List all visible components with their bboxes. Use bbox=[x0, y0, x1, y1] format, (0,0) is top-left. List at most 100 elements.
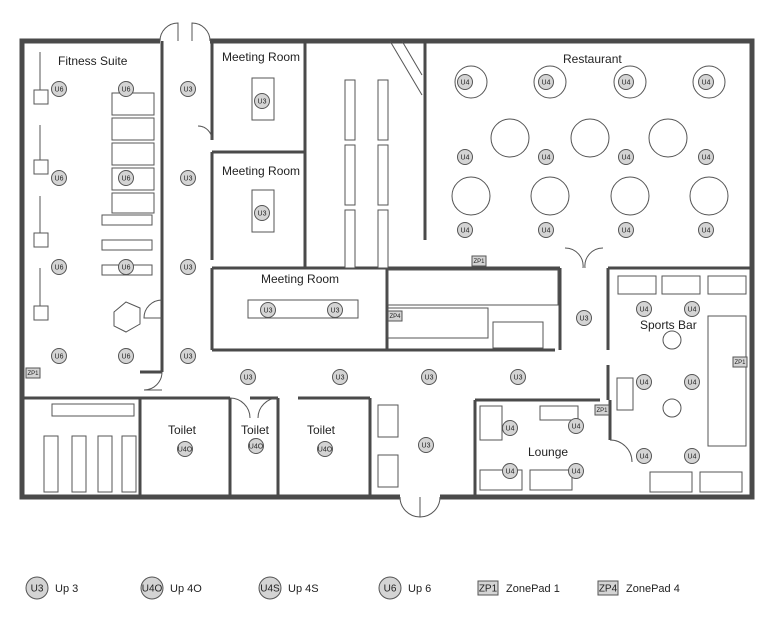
svg-text:U6: U6 bbox=[55, 176, 64, 183]
legend-item: U6 Up 6 bbox=[378, 576, 431, 600]
device-badge-up3: U3 bbox=[327, 302, 343, 318]
svg-text:U4: U4 bbox=[622, 80, 631, 87]
device-badge-u4: U4 bbox=[684, 374, 700, 390]
legend-label: Up 6 bbox=[408, 583, 431, 595]
room-label-toilet-2: Toilet bbox=[241, 423, 270, 437]
legend-item: U4O Up 4O bbox=[140, 576, 202, 600]
device-badge-u4: U4 bbox=[538, 149, 554, 165]
device-badge-u4: U4 bbox=[568, 463, 584, 479]
svg-text:U3: U3 bbox=[184, 176, 193, 183]
svg-text:U4: U4 bbox=[542, 80, 551, 87]
svg-text:U6: U6 bbox=[55, 265, 64, 272]
room-label-meeting-3: Meeting Room bbox=[261, 272, 339, 286]
room-labels: Fitness Suite Meeting Room Meeting Room … bbox=[58, 50, 697, 459]
device-badge-up3: U3 bbox=[180, 348, 196, 364]
svg-text:U4: U4 bbox=[542, 155, 551, 162]
device-badge-up4o: U4O bbox=[317, 441, 333, 457]
svg-text:U4O: U4O bbox=[249, 444, 264, 451]
room-label-toilet-1: Toilet bbox=[168, 423, 197, 437]
svg-text:U6: U6 bbox=[122, 87, 131, 94]
room-label-restaurant: Restaurant bbox=[563, 52, 622, 66]
device-badge-up6: U6 bbox=[51, 259, 67, 275]
svg-text:U4: U4 bbox=[506, 469, 515, 476]
svg-text:U4: U4 bbox=[640, 380, 649, 387]
device-badge-up6: U6 bbox=[51, 348, 67, 364]
device-badge-up3: U3 bbox=[332, 369, 348, 385]
svg-text:U4: U4 bbox=[640, 307, 649, 314]
device-badge-up3: U3 bbox=[418, 437, 434, 453]
svg-text:ZP1: ZP1 bbox=[596, 408, 608, 414]
device-badge-up3: U3 bbox=[260, 302, 276, 318]
room-label-toilet-3: Toilet bbox=[307, 423, 336, 437]
legend-label: Up 4S bbox=[288, 583, 319, 595]
device-badge-up3: U3 bbox=[180, 81, 196, 97]
device-badge-u4: U4 bbox=[618, 222, 634, 238]
zonepad-zp4: ZP4 bbox=[387, 310, 403, 322]
svg-text:U4: U4 bbox=[461, 228, 470, 235]
legend-code: U4O bbox=[142, 584, 163, 595]
device-badge-u4: U4 bbox=[698, 149, 714, 165]
zonepad-zp1: ZP1 bbox=[732, 356, 748, 368]
lounge-furniture bbox=[377, 377, 743, 493]
legend-code: U6 bbox=[384, 584, 397, 595]
device-badge-u4: U4 bbox=[457, 222, 473, 238]
svg-text:U4: U4 bbox=[572, 424, 581, 431]
legend-label: ZonePad 1 bbox=[506, 583, 560, 595]
device-badge-u4: U4 bbox=[636, 301, 652, 317]
device-badge-up3: U3 bbox=[254, 205, 270, 221]
svg-text:U4: U4 bbox=[572, 469, 581, 476]
device-badge-u4: U4 bbox=[502, 420, 518, 436]
svg-text:U3: U3 bbox=[336, 375, 345, 382]
svg-text:U4O: U4O bbox=[318, 447, 333, 454]
device-badge-u4: U4 bbox=[618, 149, 634, 165]
device-badge-u4: U4 bbox=[698, 74, 714, 90]
device-badge-u4: U4 bbox=[457, 149, 473, 165]
device-badge-up6: U6 bbox=[118, 170, 134, 186]
svg-text:U6: U6 bbox=[122, 265, 131, 272]
device-badge-u4: U4 bbox=[636, 374, 652, 390]
device-badge-up6: U6 bbox=[51, 170, 67, 186]
device-badge-up4o: U4O bbox=[177, 441, 193, 457]
restaurant-tables bbox=[451, 65, 729, 216]
device-badge-up4o: U4O bbox=[248, 438, 264, 454]
svg-text:ZP4: ZP4 bbox=[389, 314, 401, 320]
device-badge-up3: U3 bbox=[180, 259, 196, 275]
legend-code: U4S bbox=[260, 584, 280, 595]
svg-text:U4: U4 bbox=[702, 80, 711, 87]
svg-text:U3: U3 bbox=[258, 211, 267, 218]
lockers bbox=[43, 403, 137, 493]
zonepad-zp1: ZP1 bbox=[594, 404, 610, 416]
legend-code: U3 bbox=[31, 584, 44, 595]
fitness-equipment bbox=[33, 52, 155, 333]
device-badge-u4: U4 bbox=[538, 222, 554, 238]
svg-text:U4: U4 bbox=[622, 228, 631, 235]
device-badge-u4: U4 bbox=[502, 463, 518, 479]
zonepad-zp1: ZP1 bbox=[471, 255, 487, 267]
svg-text:U3: U3 bbox=[425, 375, 434, 382]
legend-label: Up 4O bbox=[170, 583, 202, 595]
room-label-lounge: Lounge bbox=[528, 445, 568, 459]
doors bbox=[143, 22, 633, 518]
svg-text:U4: U4 bbox=[640, 454, 649, 461]
corridor-panels bbox=[344, 40, 423, 269]
device-badge-up6: U6 bbox=[118, 259, 134, 275]
room-label-meeting-2: Meeting Room bbox=[222, 164, 300, 178]
svg-text:U3: U3 bbox=[331, 308, 340, 315]
device-badge-u4: U4 bbox=[636, 448, 652, 464]
svg-text:U4: U4 bbox=[542, 228, 551, 235]
svg-text:ZP1: ZP1 bbox=[734, 360, 746, 366]
svg-text:U4: U4 bbox=[461, 80, 470, 87]
legend-item: U4S Up 4S bbox=[258, 576, 319, 600]
room-label-meeting-1: Meeting Room bbox=[222, 50, 300, 64]
device-badge-u4: U4 bbox=[684, 301, 700, 317]
device-badge-u4: U4 bbox=[538, 74, 554, 90]
svg-text:U4: U4 bbox=[622, 155, 631, 162]
svg-text:U3: U3 bbox=[258, 99, 267, 106]
svg-text:U3: U3 bbox=[184, 87, 193, 94]
